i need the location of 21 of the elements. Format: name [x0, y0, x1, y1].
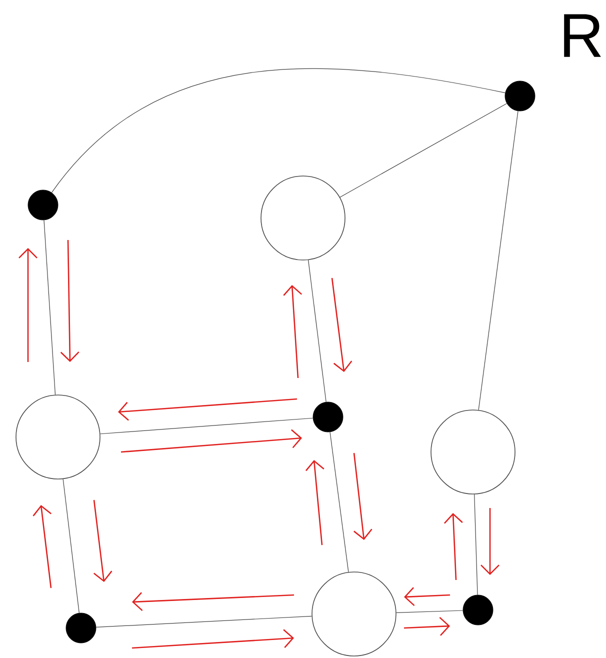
- connector-line: [44, 220, 56, 395]
- dot-node: [462, 594, 494, 626]
- connector-line: [100, 418, 314, 434]
- dot-node: [66, 612, 96, 644]
- circle-node: [260, 176, 346, 260]
- connector-line: [396, 610, 464, 613]
- connector-line: [330, 432, 349, 572]
- connector-line: [474, 494, 478, 596]
- circle-node: [430, 410, 516, 494]
- connector-line: [51, 68, 506, 193]
- circle-node: [16, 394, 100, 480]
- graph-label: R: [564, 14, 601, 57]
- dot-node: [504, 80, 536, 112]
- circle-node: [312, 572, 396, 656]
- connector-line: [478, 110, 518, 410]
- connector-line: [96, 616, 312, 628]
- dot-node: [28, 190, 58, 220]
- connector-line: [62, 478, 80, 614]
- connector-line: [340, 103, 508, 198]
- connector-line: [308, 260, 326, 402]
- dot-node: [312, 402, 344, 432]
